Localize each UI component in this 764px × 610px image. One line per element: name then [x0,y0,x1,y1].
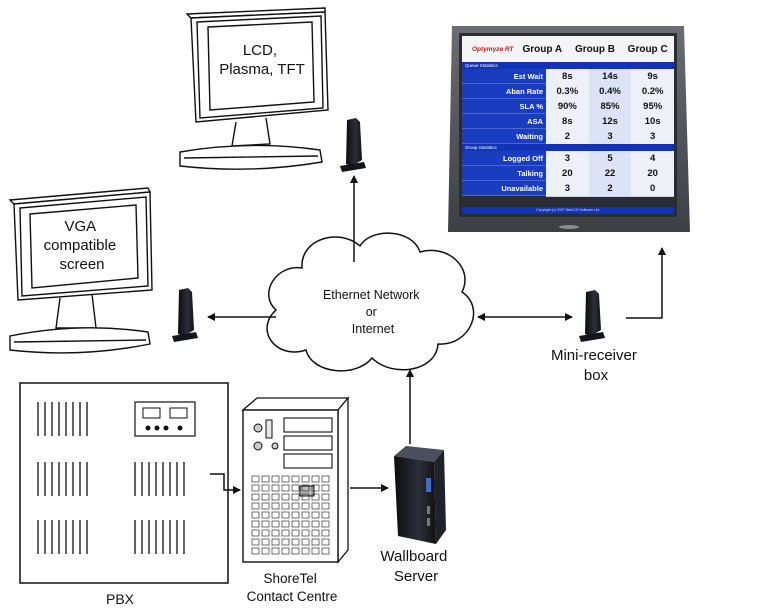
row-value: 10s [631,113,675,130]
wallboard-row: SLA %90%85%95% [462,98,675,115]
wallboard-footer: Copyright (c) 2007 Wall CS Software Ltd. [462,207,674,214]
row-label: Waiting [462,129,546,144]
row-label: SLA % [462,99,546,114]
row-value: 14s [588,68,632,85]
mini-receiver-box-icon [579,290,605,342]
pbx-cabinet-icon [19,382,229,584]
connectors [207,175,666,494]
mini-receiver-box-icon [340,118,366,172]
row-label: Unavailable [462,181,546,196]
vga-monitor-icon [8,187,153,354]
vga-screen-label: VGA compatible screen [44,218,121,273]
wallboard-display: Optymyze RT Group A Group B Group C Queu… [462,36,675,214]
shoretel-label: ShoreTel Contact Centre [247,571,338,604]
row-value: 95% [631,98,675,115]
section-title-queue: Queue Statistics [462,62,674,69]
row-label: Talking [462,166,546,181]
row-value: 22 [588,165,632,182]
row-value: 8s [546,113,589,130]
row-value: 3 [631,128,675,145]
row-value: 4 [631,150,675,167]
lcd-screen-label: LCD, Plasma, TFT [219,42,305,78]
row-value: 20 [631,165,675,182]
pbx-label: PBX [106,591,135,607]
row-label: ASA [462,114,546,129]
row-value: 0.3% [546,83,589,100]
lcd-monitor-icon [179,7,329,170]
row-value: 0 [631,180,675,197]
row-value: 3 [588,128,632,145]
row-value: 0.2% [631,83,675,100]
wallboard-header: Optymyze RT Group A Group B Group C [462,36,674,62]
row-value: 8s [546,68,589,85]
wallboard-server-icon [394,446,446,544]
wallboard-logo: Optymyze RT [472,45,514,53]
row-value: 3 [546,150,589,167]
row-value: 90% [546,98,589,115]
mini-receiver-label: Mini-receiver box [551,347,641,384]
shoretel-server-tower-icon [241,396,350,564]
section-title-group: Group Statistics [462,144,674,151]
row-value: 2 [546,128,589,145]
row-label: Aban Rate [462,84,546,99]
network-cloud-icon [266,232,475,372]
row-value: 20 [546,165,589,182]
row-value: 5 [588,150,632,167]
row-value: 3 [546,180,589,197]
wallboard-server-label: Wallboard Server [380,548,451,585]
row-value: 0.4% [588,83,632,100]
column-header: Group B [575,43,615,55]
row-value: 85% [588,98,632,115]
column-header: Group C [627,43,668,55]
mini-receiver-box-icon [172,288,198,342]
row-label: Logged Off [462,151,546,166]
row-label: Est Wait [462,69,546,84]
cloud-label: Ethernet Network or Internet [323,288,423,336]
row-value: 9s [631,68,675,85]
row-value: 2 [588,180,632,197]
row-value: 12s [588,113,632,130]
column-header: Group A [522,43,563,55]
